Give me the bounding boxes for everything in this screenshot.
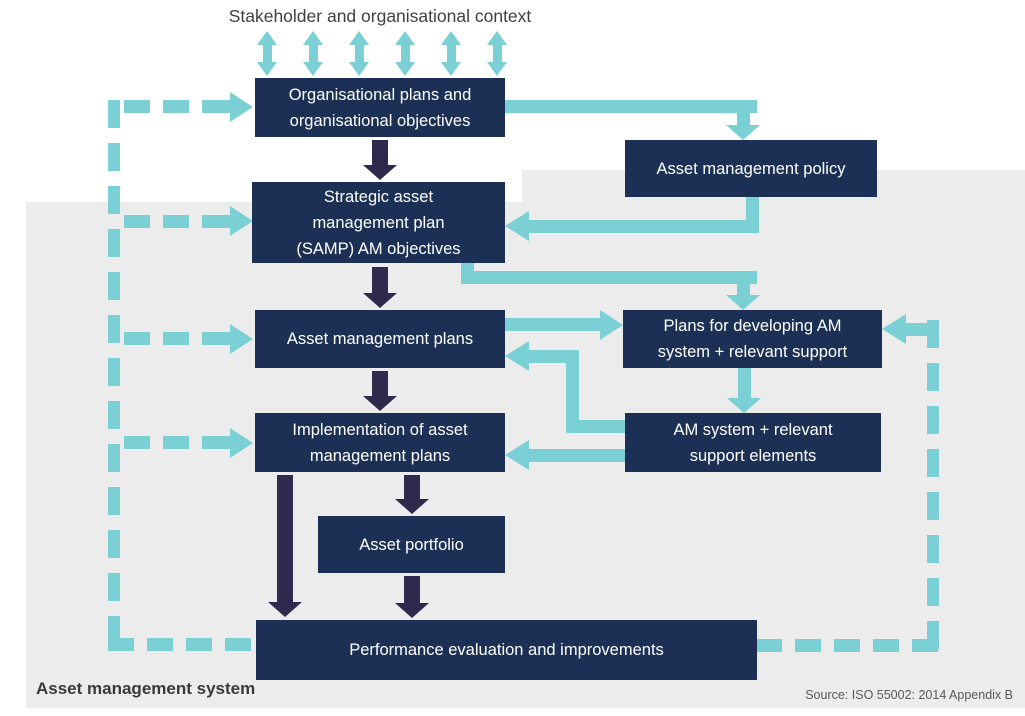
- node-asset-management-policy: Asset management policy: [625, 140, 877, 197]
- stakeholder-exchange-arrow: [395, 31, 415, 76]
- flow-orgplans-samp-shaft: [372, 140, 388, 165]
- connector-amsystem-implementation-arrowhead-icon: [505, 440, 529, 470]
- connector-amplans-plansdev-h: [505, 318, 600, 331]
- flow-implementation-performance-shaft: [277, 475, 293, 603]
- connector-amsystem-implementation-h: [529, 449, 625, 462]
- stakeholder-exchange-arrow: [257, 31, 277, 76]
- connector-plansdev-amsystem-v: [738, 368, 751, 398]
- feedback-right-shaft: [905, 323, 927, 336]
- flow-samp-amplans-arrowhead-icon: [363, 293, 397, 308]
- connector-amsystem-amplans-h1: [566, 420, 625, 433]
- node-organisational-plans: Organisational plans and organisational …: [255, 78, 505, 137]
- connector-samp-plansdev-v: [737, 284, 750, 296]
- feedback-left-row2-arrowhead-icon: [230, 206, 253, 236]
- node-asset-management-plans: Asset management plans: [255, 310, 505, 368]
- arrow-up-icon: [395, 31, 415, 45]
- feedback-left-row1-arrowhead-icon: [230, 92, 253, 122]
- connector-policy-samp-h: [528, 220, 759, 233]
- arrow-down-icon: [441, 62, 461, 76]
- feedback-left-row1-shaft: [208, 100, 230, 113]
- source-note: Source: ISO 55002: 2014 Appendix B: [805, 688, 1013, 702]
- flow-samp-amplans-shaft: [372, 267, 388, 293]
- flow-amplans-implementation-shaft: [372, 371, 388, 396]
- feedback-left-row3-dashes: [124, 332, 210, 345]
- feedback-right-bottom-dashes: [757, 639, 938, 652]
- node-label: Asset management policy: [656, 159, 846, 178]
- node-label: Asset management plans: [286, 330, 474, 348]
- arrow-up-icon: [303, 31, 323, 45]
- flow-implementation-portfolio-arrowhead-icon: [395, 499, 429, 514]
- connector-samp-plansdev-arrowhead-icon: [726, 295, 760, 310]
- arrow-down-icon: [303, 62, 323, 76]
- feedback-left-row2-dashes: [124, 215, 210, 228]
- arrow-shaft: [262, 43, 272, 64]
- arrow-down-icon: [257, 62, 277, 76]
- feedback-left-row1-dashes: [124, 100, 210, 113]
- arrow-shaft: [400, 43, 410, 64]
- arrow-shaft: [308, 43, 318, 64]
- arrow-shaft: [492, 43, 502, 64]
- node-label: Performance evaluation and improvements: [349, 641, 664, 659]
- connector-samp-plansdev-h: [461, 271, 757, 284]
- feedback-right-arrowhead-icon: [882, 314, 906, 344]
- connector-orgplans-policy-v: [737, 100, 750, 126]
- stakeholder-exchange-arrow: [303, 31, 323, 76]
- stakeholder-exchange-arrow: [487, 31, 507, 76]
- flow-portfolio-performance-arrowhead-icon: [395, 603, 429, 618]
- flow-implementation-portfolio-shaft: [404, 475, 420, 499]
- node-plans-for-developing-am-system: Plans for developing AM system + relevan…: [623, 310, 882, 368]
- context-label: Stakeholder and organisational context: [228, 6, 532, 26]
- feedback-left-row4-shaft: [208, 436, 230, 449]
- node-samp: Strategic asset management plan (SAMP) A…: [252, 182, 505, 263]
- node-label: Organisational plans and organisational …: [288, 85, 472, 130]
- connector-amsystem-amplans-arrowhead-icon: [505, 341, 529, 371]
- feedback-left-vline: [108, 100, 120, 651]
- node-label: Strategic asset management plan (SAMP) A…: [296, 187, 461, 258]
- feedback-left-bottom-dashes: [108, 638, 256, 651]
- node-am-system-support-elements: AM system + relevant support elements: [625, 413, 881, 472]
- node-label: Implementation of asset management plans: [292, 420, 468, 465]
- connector-policy-samp-arrowhead-icon: [505, 211, 529, 241]
- feedback-left-row3-arrowhead-icon: [230, 324, 253, 354]
- flow-orgplans-samp-arrowhead-icon: [363, 165, 397, 180]
- node-label: Asset portfolio: [359, 535, 464, 554]
- arrow-shaft: [446, 43, 456, 64]
- connector-orgplans-policy-arrowhead-icon: [726, 125, 760, 140]
- connector-amsystem-amplans-h2: [529, 350, 579, 363]
- node-label: AM system + relevant support elements: [673, 420, 833, 465]
- arrow-shaft: [354, 43, 364, 64]
- arrow-down-icon: [349, 62, 369, 76]
- flow-portfolio-performance-shaft: [404, 576, 420, 603]
- connector-amsystem-amplans-v: [566, 350, 579, 433]
- feedback-left-row4-arrowhead-icon: [230, 428, 253, 458]
- arrow-up-icon: [349, 31, 369, 45]
- flow-implementation-performance-arrowhead-icon: [268, 602, 302, 617]
- node-label: Plans for developing AM system + relevan…: [657, 317, 848, 361]
- flow-amplans-implementation-arrowhead-icon: [363, 396, 397, 411]
- connector-orgplans-policy-h: [505, 100, 757, 113]
- stakeholder-exchange-arrow: [441, 31, 461, 76]
- feedback-left-row4-dashes: [124, 436, 210, 449]
- feedback-left-row2-shaft: [208, 215, 230, 228]
- node-asset-portfolio: Asset portfolio: [318, 516, 505, 573]
- connector-amplans-plansdev-arrowhead-icon: [600, 310, 623, 340]
- arrow-down-icon: [487, 62, 507, 76]
- node-implementation-of-plans: Implementation of asset management plans: [255, 413, 505, 472]
- feedback-left-row3-shaft: [208, 332, 230, 345]
- node-performance-evaluation: Performance evaluation and improvements: [256, 620, 757, 680]
- connector-plansdev-amsystem-arrowhead-icon: [727, 398, 761, 413]
- feedback-right-vline: [927, 320, 939, 652]
- stakeholder-exchange-arrow: [349, 31, 369, 76]
- arrow-up-icon: [441, 31, 461, 45]
- arrow-down-icon: [395, 62, 415, 76]
- arrow-up-icon: [257, 31, 277, 45]
- system-boundary-label: Asset management system: [36, 679, 256, 698]
- arrow-up-icon: [487, 31, 507, 45]
